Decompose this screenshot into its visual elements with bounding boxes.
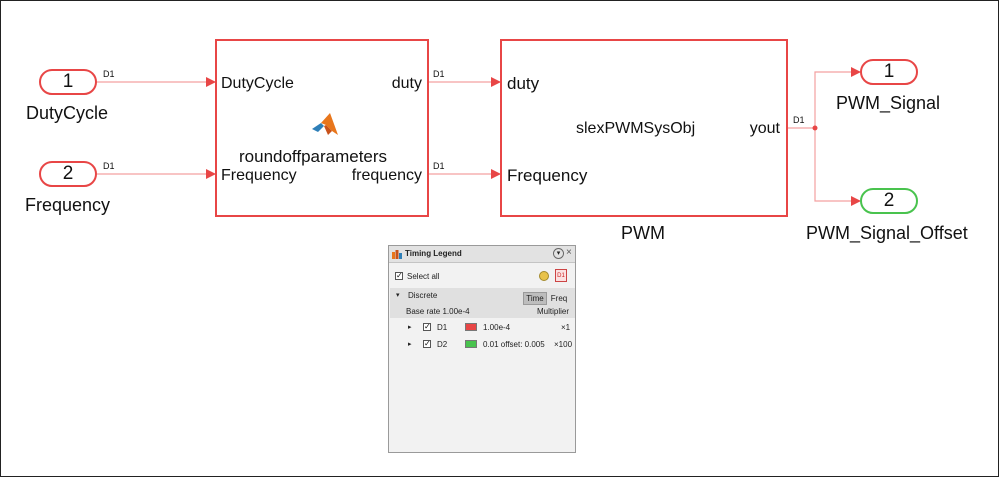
select-all-row: ✓ Select all D1 — [389, 268, 575, 284]
signal-rate-tag: D1 — [103, 161, 115, 171]
chevron-right-icon[interactable]: ▸ — [408, 324, 412, 331]
close-icon[interactable]: × — [566, 247, 572, 258]
outport-number: 1 — [883, 61, 895, 82]
branch-point — [812, 125, 818, 131]
signal-rate-tag: D1 — [433, 69, 445, 79]
input-port-frequency: Frequency — [507, 166, 588, 185]
timing-legend-panel: Timing Legend ▾ × ✓ Select all D1 ▾ Disc… — [388, 245, 576, 453]
tab-freq[interactable]: Freq — [550, 294, 568, 303]
rate-color-swatch-d1 — [465, 323, 477, 331]
wire-branch-offset — [814, 128, 861, 206]
timing-legend-title: Timing Legend — [405, 249, 462, 258]
highlight-icon[interactable] — [539, 271, 549, 281]
outport-pwm-signal-label: PWM_Signal — [836, 93, 941, 113]
signal-rate-tag: D1 — [433, 161, 445, 171]
rate-checkbox-d1[interactable]: ✓ — [423, 322, 431, 331]
signal-rate-tag: D1 — [103, 69, 115, 79]
signal-rate-tag: D1 — [793, 115, 805, 125]
inport-frequency[interactable]: 2 — [39, 161, 97, 187]
roundoffparameters-block[interactable]: DutyCycle Frequency duty frequency round… — [215, 39, 429, 217]
chevron-down-icon[interactable]: ▾ — [553, 248, 564, 259]
rate-color-swatch-d2 — [465, 340, 477, 348]
inport-frequency-label: Frequency — [25, 195, 111, 215]
block-name-roundoffparameters: roundoffparameters — [239, 147, 388, 166]
rate-multiplier-d2: ×100 — [554, 340, 573, 349]
rate-id-d2: D2 — [437, 340, 448, 349]
input-port-frequency: Frequency — [221, 167, 297, 184]
system-object-name: slexPWMSysObj — [576, 120, 696, 137]
rate-checkbox-d2[interactable]: ✓ — [423, 339, 431, 348]
sample-time-display-icon[interactable]: D1 — [555, 269, 567, 282]
inport-dutycycle-label: DutyCycle — [26, 103, 109, 123]
rate-row-d2[interactable]: ▸ ✓ D2 0.01 offset: 0.005 ×100 — [389, 339, 575, 353]
outport-pwm-signal[interactable]: 1 — [860, 59, 918, 85]
multiplier-header: Multiplier — [537, 307, 570, 316]
chevron-right-icon[interactable]: ▸ — [408, 341, 412, 348]
input-port-dutycycle: DutyCycle — [221, 75, 294, 92]
group-label: Discrete — [408, 291, 438, 300]
select-all-checkbox[interactable]: ✓ — [395, 271, 403, 280]
output-port-duty: duty — [391, 75, 422, 92]
timing-legend-titlebar: Timing Legend ▾ × — [389, 246, 575, 263]
rate-value-d2: 0.01 offset: 0.005 — [483, 340, 545, 349]
tab-time[interactable]: Time — [523, 292, 547, 305]
matlab-function-icon — [312, 113, 338, 135]
pwm-block[interactable]: duty Frequency slexPWMSysObj yout — [500, 39, 788, 217]
rate-multiplier-d1: ×1 — [561, 323, 571, 332]
base-rate-label: Base rate 1.00e-4 — [406, 307, 470, 316]
inport-number: 1 — [62, 71, 74, 92]
inport-dutycycle[interactable]: 1 — [39, 69, 97, 95]
wire-branch-signal — [814, 67, 861, 128]
input-port-duty: duty — [507, 74, 540, 93]
inport-number: 2 — [62, 163, 74, 184]
select-all-label: Select all — [407, 272, 440, 281]
outport-pwm-signal-offset[interactable]: 2 — [860, 188, 918, 214]
timing-legend-icon — [392, 250, 402, 259]
discrete-group-header[interactable]: ▾ Discrete Time Freq Base rate 1.00e-4 M… — [390, 288, 575, 318]
outport-pwm-signal-offset-label: PWM_Signal_Offset — [806, 223, 968, 243]
outport-number: 2 — [883, 190, 895, 211]
rate-row-d1[interactable]: ▸ ✓ D1 1.00e-4 ×1 — [389, 322, 575, 336]
output-port-frequency: frequency — [351, 167, 422, 184]
rate-id-d1: D1 — [437, 323, 448, 332]
block-name-pwm: PWM — [621, 223, 665, 243]
chevron-down-icon[interactable]: ▾ — [396, 292, 400, 299]
output-port-yout: yout — [749, 120, 780, 137]
rate-value-d1: 1.00e-4 — [483, 323, 511, 332]
